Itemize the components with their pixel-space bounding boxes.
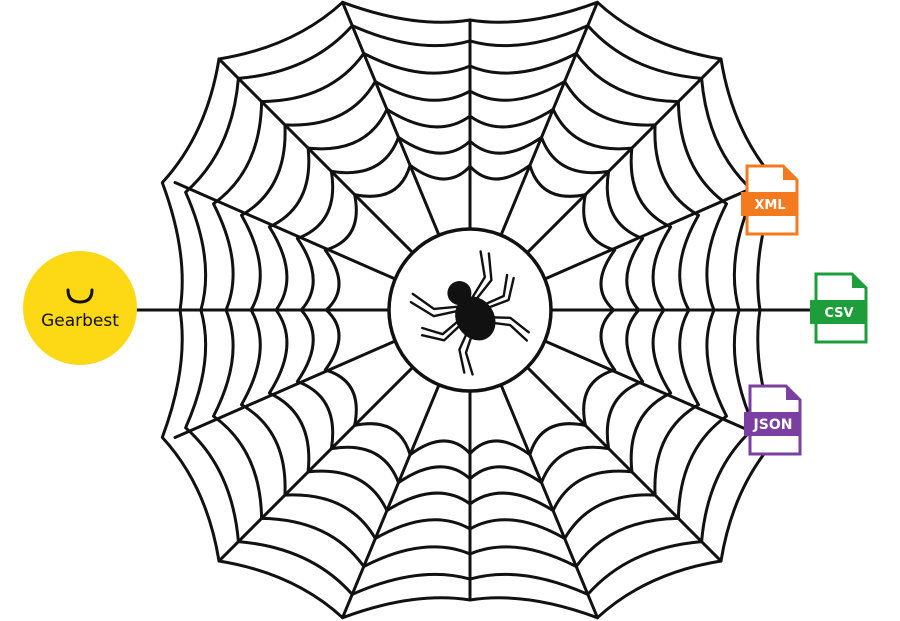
file-type-band — [810, 300, 866, 324]
smile-icon — [66, 288, 94, 304]
xml-output[interactable]: XML — [741, 164, 799, 236]
web-ring — [295, 135, 645, 485]
web-spoke — [217, 57, 415, 255]
web-spoke — [173, 181, 397, 281]
csv-output[interactable]: CSV — [810, 272, 868, 344]
web-spoke — [543, 181, 767, 281]
spider-icon — [409, 250, 530, 376]
web-spoke — [499, 0, 599, 237]
gearbest-logo[interactable]: Gearbest — [23, 251, 137, 365]
json-output[interactable]: JSON — [744, 384, 802, 456]
file-type-band — [741, 192, 797, 216]
gearbest-logo-icon — [23, 251, 137, 365]
file-type-label: JSON — [753, 417, 793, 433]
web-ring — [323, 163, 617, 457]
web-spoke — [341, 383, 441, 620]
web-spoke — [525, 57, 723, 255]
web-ring — [240, 80, 700, 540]
web-spoke — [173, 339, 397, 439]
web-spoke — [525, 365, 723, 563]
file-type-band — [744, 412, 800, 436]
web-spoke — [341, 0, 441, 237]
web-spoke — [217, 365, 415, 563]
page-fold-icon — [786, 386, 800, 400]
spider-web-icon — [160, 0, 780, 620]
brand-name: Gearbest — [41, 311, 119, 331]
file-type-label: CSV — [824, 306, 853, 321]
page-fold-icon — [783, 166, 797, 180]
web-ring — [184, 24, 756, 596]
file-type-label: XML — [754, 198, 785, 213]
web-ring — [212, 52, 728, 568]
web-spoke — [499, 383, 599, 620]
web-ring — [267, 107, 673, 513]
page-fold-icon — [852, 274, 866, 288]
web-spoke — [543, 339, 767, 439]
